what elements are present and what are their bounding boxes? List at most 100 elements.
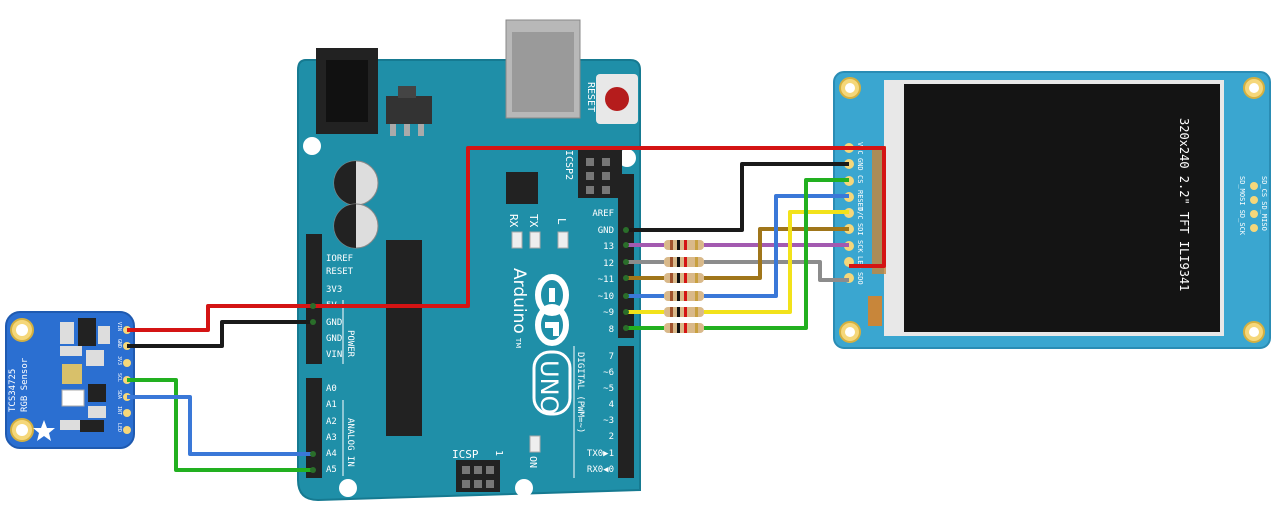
digital-pin-label: 8 <box>609 325 614 335</box>
analog-pin-label: A3 <box>326 433 337 443</box>
led-rx-label: RX <box>507 214 520 228</box>
digital-pin-label: 4 <box>609 400 614 410</box>
icsp-one-label: 1 <box>493 450 504 456</box>
display-pin-labels: VCC GND CS RESET D/C SDI SCK LED SDO <box>856 142 864 285</box>
icsp2-header <box>578 150 622 198</box>
voltage-regulator <box>386 96 432 124</box>
sensor-led <box>61 389 85 407</box>
power-label: POWER <box>345 330 355 358</box>
display-pin-label: CS <box>856 175 864 183</box>
sensor-pin-label: VIN <box>116 322 122 331</box>
power-pin-label: GND <box>326 334 342 344</box>
digital-pin-label: 7 <box>609 352 614 362</box>
wire-d9-dc <box>704 210 849 314</box>
analog-pin-label: A4 <box>326 449 337 459</box>
digital-pin-label: 13 <box>603 242 614 252</box>
icsp-label: ICSP <box>452 448 479 461</box>
digital-pin-label: AREF <box>592 209 614 219</box>
digital-pin-label: ~3 <box>603 416 614 426</box>
digital-pin-label: 2 <box>609 432 614 442</box>
reset-label: RESET <box>585 82 596 112</box>
uno-badge <box>532 350 572 416</box>
led-tx <box>529 231 541 249</box>
wire-sensor-scl-a5 <box>127 378 313 472</box>
atmega-chip <box>386 240 422 436</box>
sensor-name: TCS34725 <box>8 369 18 412</box>
analog-header <box>306 378 322 478</box>
digital-pin-label: RX0◀0 <box>587 465 614 475</box>
sensor-pin-labels: VIN GND 3V3 SCL SDA INT LED <box>116 322 122 432</box>
arduino-model: UNO <box>535 360 563 414</box>
sensor-pin-label: SDA <box>116 390 122 399</box>
sensor-pin-label: GND <box>116 339 122 348</box>
power-pin-label: 3V3 <box>326 285 342 295</box>
wire-sensor-gnd <box>127 320 313 348</box>
analog-pin-label: A5 <box>326 465 337 475</box>
wire-endpoints <box>310 227 629 473</box>
digital-pin-label: GND <box>598 226 614 236</box>
sd-label-b: SD_MOSI SD_SCK <box>1238 176 1246 236</box>
display-pin-label: GND <box>856 158 864 171</box>
mount-hole <box>515 479 533 497</box>
usb-chip <box>506 172 538 204</box>
icsp2-label: ICSP2 <box>563 150 574 180</box>
digital-pin-label: ~11 <box>598 275 614 285</box>
analog-pin-labels: A0 A1 A2 A3 A4 A5 <box>326 384 337 475</box>
led-tx-label: TX <box>527 214 540 228</box>
display-pin-label: D/C <box>856 207 864 220</box>
digital-pin-labels: AREF GND 13 12 ~11 ~10 ~9 8 7 ~6 ~5 4 ~3… <box>587 209 614 475</box>
digital-header-bottom <box>618 346 634 478</box>
wire-sensor-sda-a4 <box>127 395 313 456</box>
display-pin-label: SDI <box>856 223 864 236</box>
power-pin-label: RESET <box>326 267 354 277</box>
analog-pin-label: A2 <box>326 417 337 427</box>
mount-hole <box>618 149 636 167</box>
screen <box>904 84 1220 332</box>
analog-pin-label: A1 <box>326 400 337 410</box>
wire-5v-vcc <box>313 146 886 308</box>
display-pin-label: SDO <box>856 272 864 285</box>
power-pin-label: IOREF <box>326 254 353 264</box>
digital-label: DIGITAL (PWM=~) <box>575 352 585 433</box>
resistors <box>640 240 720 333</box>
on-label: ON <box>527 456 538 468</box>
wire-d8-cs <box>704 178 849 330</box>
digital-pin-label: ~9 <box>603 308 614 318</box>
power-pin-label: GND <box>326 318 342 328</box>
sensor-pin-label: LED <box>116 423 122 432</box>
arduino-tm: TM <box>514 337 522 348</box>
display-board: 320x240 2.2" TFT ILI9341 VCC GND CS RESE… <box>833 71 1271 349</box>
display-pin-label: RESET <box>856 190 864 212</box>
ribbon-connector <box>868 296 882 326</box>
arduino-logo <box>535 274 569 346</box>
sensor-subtitle: RGB Sensor <box>20 357 30 412</box>
mount-hole <box>339 479 357 497</box>
sensor-pin-label: 3V3 <box>116 356 122 365</box>
display-pin-label: LED <box>856 256 864 269</box>
sd-label-a: SD_CS SD_MISO <box>1260 176 1268 231</box>
analog-label: ANALOG IN <box>345 418 355 467</box>
led-l <box>557 231 569 249</box>
mount-hole <box>303 137 321 155</box>
wire-d10-reset <box>704 194 849 298</box>
digital-pin-label: ~5 <box>603 384 614 394</box>
arduino-brand: Arduino <box>509 268 529 334</box>
star-icon <box>33 420 55 441</box>
display-pin-label: SCK <box>856 240 864 253</box>
led-l-label: L <box>555 218 568 225</box>
digital-pin-label: 12 <box>603 259 614 269</box>
digital-pin-label: ~10 <box>598 292 614 302</box>
sensor-pin-label: SCL <box>116 373 122 382</box>
display-label: 320x240 2.2" TFT ILI9341 <box>1177 118 1191 291</box>
power-pin-label: VIN <box>326 350 342 360</box>
digital-pin-label: TX0▶1 <box>587 449 614 459</box>
digital-pin-label: ~6 <box>603 368 614 378</box>
wire-gnd-display <box>626 162 849 232</box>
led-on <box>529 435 541 453</box>
analog-pin-label: A0 <box>326 384 337 394</box>
sensor-pin-label: INT <box>116 406 122 415</box>
led-rx <box>511 231 523 249</box>
power-header <box>306 234 322 364</box>
sd-pins <box>1250 182 1258 232</box>
